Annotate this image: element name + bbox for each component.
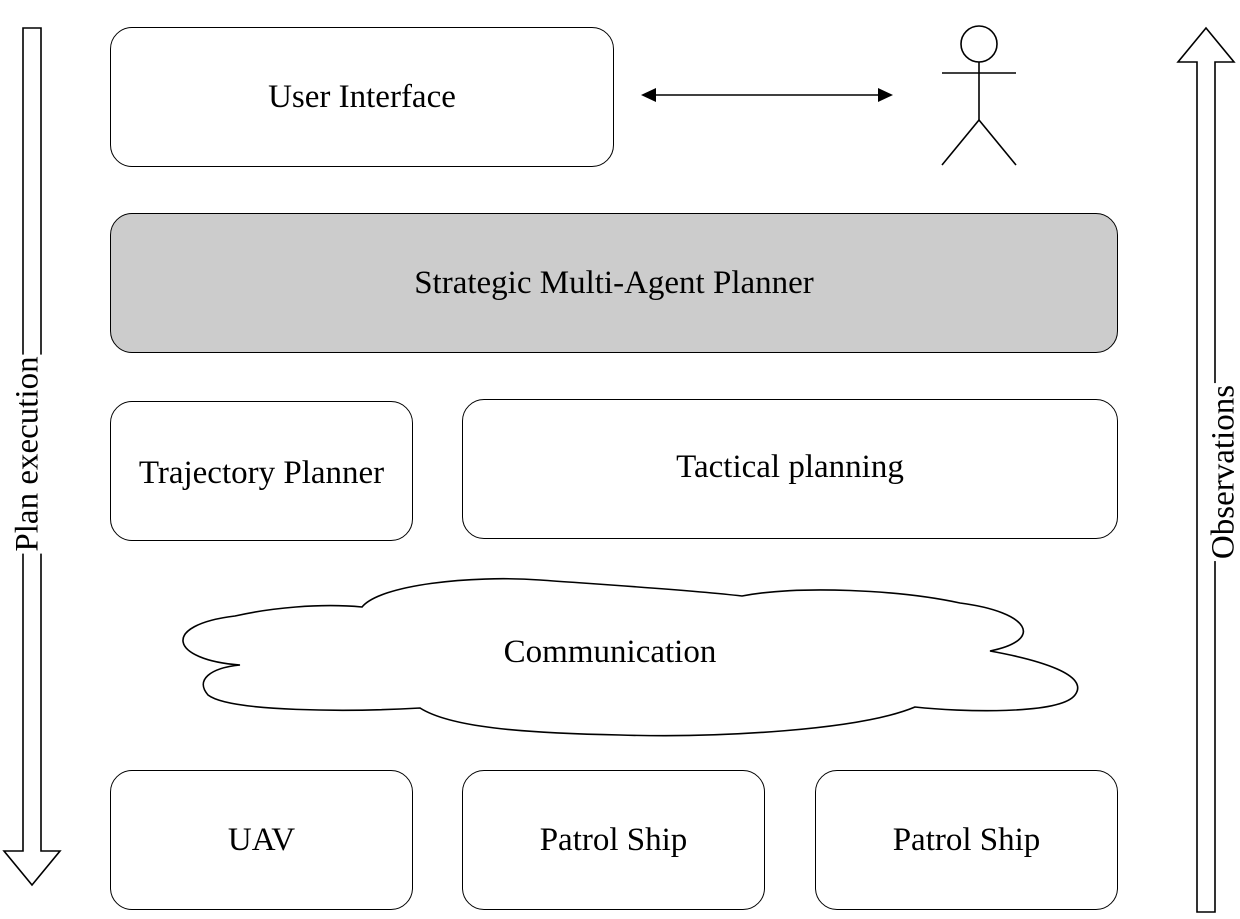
user-interface-box: User Interface [110,27,614,167]
plan-execution-label: Plan execution [9,354,46,554]
strategic-planner-box: Strategic Multi-Agent Planner [110,213,1118,353]
strategic-planner-label: Strategic Multi-Agent Planner [414,264,814,301]
trajectory-planner-box: Trajectory Planner [110,401,413,541]
interaction-double-arrow [641,88,893,102]
user-actor-icon [941,25,1017,166]
uav-box: UAV [110,770,413,910]
trajectory-planner-label: Trajectory Planner [138,454,385,491]
communication-label: Communication [503,634,717,670]
observations-label: Observations [1205,382,1240,562]
user-interface-label: User Interface [268,78,456,115]
uav-label: UAV [227,821,296,858]
tactical-planning-label: Tactical planning [676,448,904,485]
patrol-ship-label-2: Patrol Ship [892,821,1041,858]
tactical-planning-box: Tactical planning [462,399,1118,539]
patrol-ship-box-1: Patrol Ship [462,770,765,910]
patrol-ship-label-1: Patrol Ship [539,821,688,858]
patrol-ship-box-2: Patrol Ship [815,770,1118,910]
